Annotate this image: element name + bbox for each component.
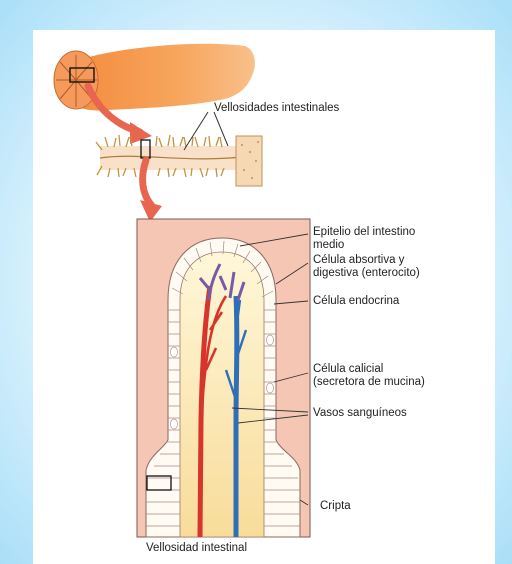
- villus-cross-section: [137, 219, 310, 537]
- label-celula-absortiva-1: Célula absortiva y: [313, 254, 405, 266]
- label-vellosidad-intestinal: Vellosidad intestinal: [146, 542, 247, 554]
- label-celula-calicial-1: Célula calicial: [313, 363, 383, 375]
- label-vellosidades-intestinales: Vellosidades intestinales: [214, 102, 340, 114]
- label-vasos-sanguineos: Vasos sanguíneos: [313, 407, 407, 419]
- label-epitelio-1: Epitelio del intestino: [313, 226, 415, 238]
- label-epitelio-2: medio: [313, 239, 344, 251]
- label-cripta: Cripta: [320, 500, 351, 512]
- label-celula-endocrina: Célula endocrina: [313, 295, 400, 307]
- label-celula-absortiva-2: digestiva (enterocito): [313, 267, 420, 279]
- mucosa-strip: [96, 135, 262, 186]
- label-celula-calicial-2: (secretora de mucina): [313, 376, 425, 388]
- intestine-segment: [54, 44, 255, 111]
